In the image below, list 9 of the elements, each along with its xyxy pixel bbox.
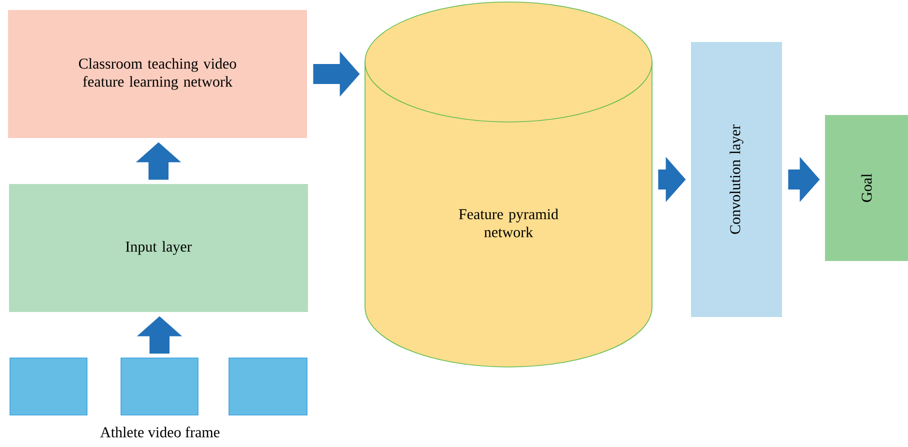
process-box: Classroom teaching video feature learning network xyxy=(8,10,307,138)
process-box: Convolution layer xyxy=(691,42,782,317)
process-box: Goal xyxy=(825,115,908,261)
process-box: Input layer xyxy=(9,184,308,312)
video-frame-box xyxy=(120,358,198,416)
video-frame-box xyxy=(228,358,308,416)
caption: Athlete video frame xyxy=(100,426,220,438)
video-frame-box xyxy=(10,358,88,416)
database-cylinder: Feature pyramid network xyxy=(364,2,652,368)
